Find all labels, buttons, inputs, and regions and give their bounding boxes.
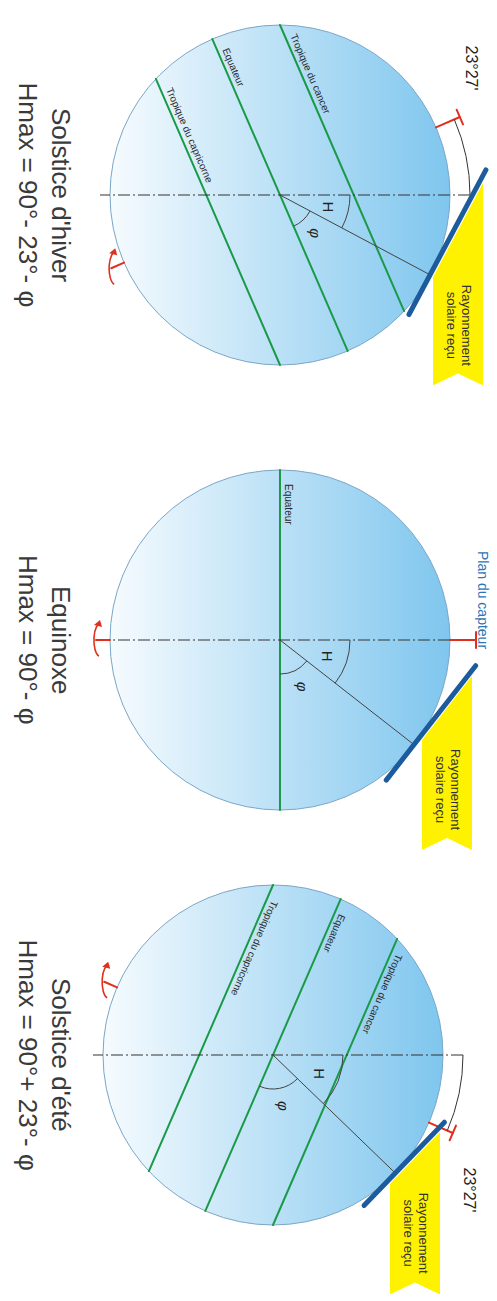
latitude-arc [259,1079,297,1089]
south-pole-axis [111,263,124,269]
tilt-angle: 23°27' [462,46,480,91]
season-caption: Solstice d'été [45,978,75,1132]
height-arc [335,640,350,683]
north-pole-axis [450,639,476,641]
latitude-arc [280,661,307,674]
formula-caption: Hmax = 90°- φ [12,555,42,725]
tilt-angle: 23°27' [460,1168,478,1213]
height-symbol: H [319,651,336,662]
reference-axis [100,195,470,196]
rotation-arrowhead [102,962,110,969]
radiation-banner: Rayonnement solaire reçu [390,1132,440,1294]
banner-fill [433,183,483,385]
latitude-symbol: φ [307,228,324,238]
pole-tick [457,110,463,125]
banner-text: Rayonnement solaire reçu [432,745,462,834]
reference-axis [93,1055,463,1056]
north-pole-axis [436,117,460,127]
height-arc [323,1055,343,1104]
south-pole-axis [96,639,110,641]
tropic-line [156,79,280,365]
rotation-arrow [109,252,116,284]
tilt-arc [447,1055,463,1131]
radius-line [280,640,414,745]
rotation-arrowhead [94,620,102,627]
radius-line [273,1055,395,1173]
banner-fill [390,1132,440,1294]
latitude-symbol: φ [294,682,311,692]
tropic-line [149,885,273,1171]
tropic-line [280,25,404,311]
tropic-line [273,939,397,1225]
season-caption: Solstice d'hiver [45,108,75,282]
formula-caption: Hmax = 90°- 23°- φ [12,83,42,308]
banner-text: Rayonnement solaire reçu [400,1188,430,1278]
banner-fill [422,676,472,850]
south-pole-axis [104,982,117,988]
height-symbol: H [320,202,337,213]
radiation-banner: Rayonnement solaire reçu [433,183,483,385]
collector-label: Plan du capteur [475,551,491,649]
reference-axis [100,640,470,641]
pole-tick [450,1126,456,1141]
rotation-arrow [94,624,101,656]
radiation-banner: Rayonnement solaire reçu [422,676,472,850]
rotation-arrow [102,966,109,998]
tilt-arc [454,119,470,195]
season-caption: Equinoxe [45,586,75,694]
radius-line [280,195,430,275]
latitude-arc [294,211,310,226]
formula-caption: Hmax = 90°+ 23°- φ [12,940,42,1171]
rotation-arrowhead [109,248,117,255]
height-symbol: H [311,1068,328,1079]
height-arc [342,195,350,228]
latitude-symbol: φ [274,1101,291,1111]
equator-label: Equateur [283,484,295,525]
banner-text: Rayonnement solaire reçu [443,282,473,369]
